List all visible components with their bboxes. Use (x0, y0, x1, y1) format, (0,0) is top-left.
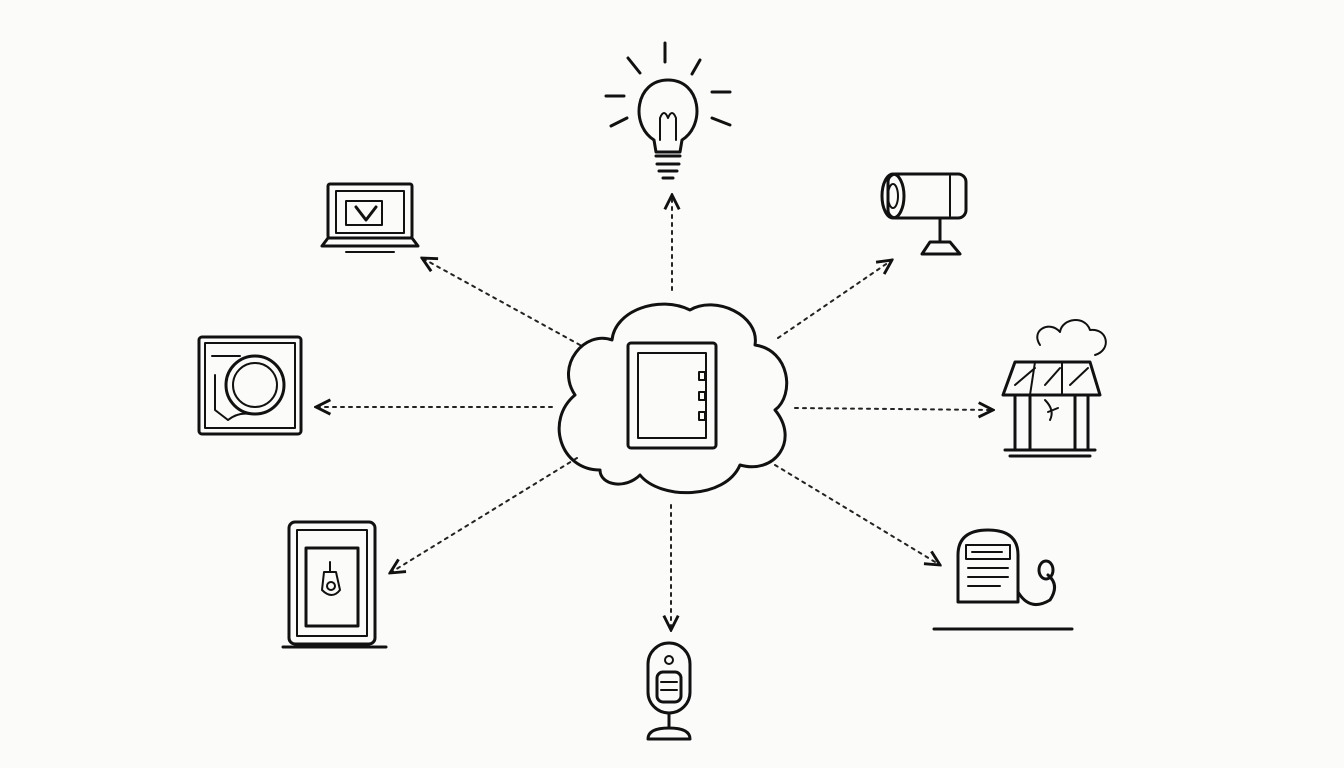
arrow-hub-to-appliance (390, 457, 578, 573)
sensor-icon (646, 641, 692, 741)
laptop-icon (320, 182, 420, 253)
cloud-icon (557, 302, 789, 495)
lightbulb-icon (604, 41, 732, 180)
security-camera-icon (880, 172, 968, 256)
arrow-hub-to-solar-house (794, 408, 993, 410)
connections (316, 195, 993, 630)
smart-meter-icon (932, 528, 1074, 631)
appliance-panel-icon (281, 520, 388, 649)
arrow-hub-to-camera (777, 260, 892, 339)
solar-panel-house-icon (1001, 319, 1107, 458)
control-panel-icon (626, 341, 718, 450)
thermostat-icon (197, 335, 303, 436)
arrow-hub-to-laptop (422, 258, 581, 346)
arrow-hub-to-meter (774, 464, 940, 565)
